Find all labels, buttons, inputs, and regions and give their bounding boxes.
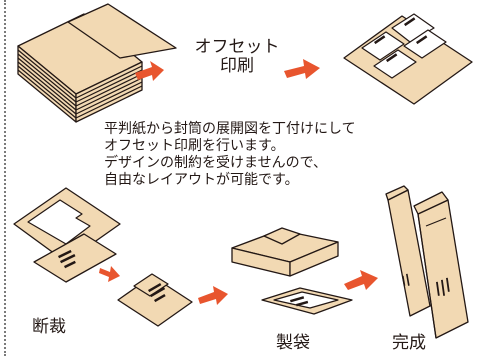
offset-label: オフセット 印刷 xyxy=(194,37,280,76)
paper-stack-icon xyxy=(17,3,177,123)
flat-envelope-icon xyxy=(261,287,353,315)
printed-sheet-icon xyxy=(343,13,473,105)
arrow-right-icon xyxy=(99,266,120,282)
left-dotted-border xyxy=(4,0,6,356)
arrow-right-icon xyxy=(284,59,320,79)
arrow-right-icon xyxy=(198,286,228,305)
cutting-label: 断裁 xyxy=(32,317,66,337)
complete-label: 完成 xyxy=(392,333,426,353)
arrow-right-icon xyxy=(344,270,378,290)
arrow-right-icon xyxy=(135,61,164,81)
completed-envelope-icon xyxy=(385,185,469,339)
cut-piece-icon xyxy=(117,273,193,327)
cutting-sheet-icon xyxy=(13,187,121,283)
bag-making-label: 製袋 xyxy=(276,333,310,353)
folding-piece-icon xyxy=(231,227,339,277)
description-text: 平判紙から封筒の展開図を丁付けにして オフセット印刷を行います。 デザインの制約… xyxy=(104,121,356,188)
